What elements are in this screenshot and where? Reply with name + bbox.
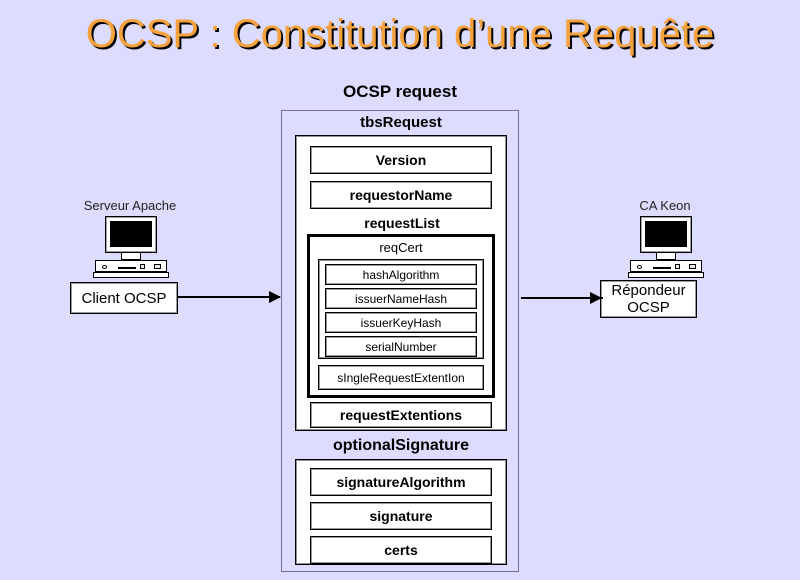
req-cert-container: hashAlgorithm issuerNameHash issuerKeyHa… xyxy=(318,259,484,359)
drive-slot-icon xyxy=(154,264,161,269)
arrow-client-to-request-head xyxy=(269,291,281,303)
drive-slot-icon xyxy=(675,264,680,269)
monitor-frame xyxy=(105,216,157,253)
left-node-caption: Serveur Apache xyxy=(83,198,177,213)
monitor-screen xyxy=(645,221,687,247)
field-signature-algorithm: signatureAlgorithm xyxy=(310,468,492,496)
drive-slot-icon xyxy=(140,264,145,269)
arrow-request-to-responder-line xyxy=(521,297,603,299)
field-request-extentions: requestExtentions xyxy=(310,402,492,428)
power-indicator-icon xyxy=(637,265,642,269)
field-signature: signature xyxy=(310,502,492,530)
request-list-label: requestList xyxy=(364,215,440,231)
arrow-client-to-request-line xyxy=(178,296,280,298)
computer-base xyxy=(628,272,704,278)
monitor-frame xyxy=(640,216,692,253)
tbs-request-container: Version requestorName requestList reqCer… xyxy=(295,135,507,431)
monitor-neck xyxy=(656,253,676,260)
power-indicator-icon xyxy=(102,265,107,269)
computer-icon xyxy=(91,216,169,278)
monitor-neck xyxy=(121,253,141,260)
field-issuer-key-hash: issuerKeyHash xyxy=(325,312,477,333)
optional-signature-label: optionalSignature xyxy=(333,437,469,454)
field-single-request-extention: sIngleRequestExtentIon xyxy=(318,365,484,390)
monitor-screen xyxy=(110,221,152,247)
field-certs: certs xyxy=(310,536,492,564)
field-serial-number: serialNumber xyxy=(325,336,477,357)
right-node-caption: CA Keon xyxy=(639,198,691,213)
ocsp-request-title: OCSP request xyxy=(342,82,457,101)
page-title: OCSP : Constitution d’une Requête xyxy=(85,12,715,56)
drive-slot-icon xyxy=(689,264,696,269)
req-cert-label: reqCert xyxy=(379,240,423,255)
tbs-request-label: tbsRequest xyxy=(360,114,442,131)
ocsp-request-container: tbsRequest Version requestorName request… xyxy=(281,110,519,572)
computer-tower xyxy=(630,260,702,272)
computer-tower xyxy=(95,260,167,272)
field-hash-algorithm: hashAlgorithm xyxy=(325,264,477,285)
repondeur-ocsp-box: Répondeur OCSP xyxy=(600,280,697,318)
field-issuer-name-hash: issuerNameHash xyxy=(325,288,477,309)
field-version: Version xyxy=(310,146,492,174)
computer-base xyxy=(93,272,169,278)
arrow-request-to-responder-head xyxy=(590,292,602,304)
field-requestor-name: requestorName xyxy=(310,181,492,209)
drive-slot-icon xyxy=(118,265,136,269)
optional-signature-container: signatureAlgorithm signature certs xyxy=(295,459,507,565)
drive-slot-icon xyxy=(653,265,671,269)
client-ocsp-box: Client OCSP xyxy=(70,282,178,314)
request-list-container: reqCert hashAlgorithm issuerNameHash iss… xyxy=(307,234,495,398)
computer-icon xyxy=(626,216,704,278)
